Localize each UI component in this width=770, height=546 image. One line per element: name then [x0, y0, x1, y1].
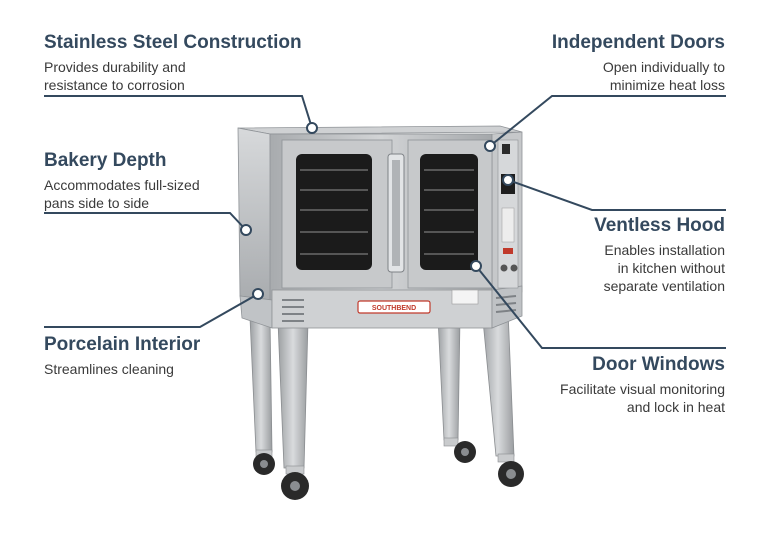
rating-label [451, 289, 479, 305]
feature-description-line: separate ventilation [603, 278, 725, 294]
callout-line-hood [507, 179, 726, 211]
feature-description-line: Accommodates full-sized [44, 177, 200, 193]
callout-dot-stainless [306, 122, 318, 134]
brand-plate-text: SOUTHBEND [372, 305, 416, 312]
feature-description-line: resistance to corrosion [44, 77, 185, 93]
feature-description-line: Provides durability and [44, 59, 186, 75]
feature-description-line: Open individually to [602, 59, 725, 75]
feature-description-line: Facilitate visual monitoring [560, 381, 725, 397]
feature-door-windows: Door Windows Facilitate visual monitorin… [560, 354, 725, 416]
callout-dot-porcelain [252, 288, 264, 300]
callout-dot-windows [470, 260, 482, 272]
brand-plate: SOUTHBEND [357, 300, 431, 314]
feature-description-line: Enables installation [604, 242, 725, 258]
feature-title: Door Windows [592, 354, 725, 375]
feature-title: Porcelain Interior [44, 334, 201, 355]
callout-dot-bakery [240, 224, 252, 236]
feature-porcelain-interior: Porcelain Interior Streamlines cleaning [44, 334, 200, 378]
feature-title: Stainless Steel Construction [44, 32, 302, 53]
feature-title: Ventless Hood [594, 215, 725, 236]
callout-lines [44, 95, 726, 349]
feature-description-line: Streamlines cleaning [44, 361, 174, 377]
callout-dots [240, 122, 514, 300]
feature-description-line: minimize heat loss [609, 77, 725, 93]
callout-line-doors [489, 95, 726, 147]
callout-line-stainless [44, 95, 313, 129]
control-panel [497, 139, 519, 289]
feature-description-line: pans side to side [44, 195, 150, 211]
oven-casters [253, 437, 524, 500]
oven-legs [249, 309, 515, 469]
feature-description-line: and lock in heat [626, 399, 725, 415]
feature-description-line: in kitchen without [617, 260, 725, 276]
feature-title: Bakery Depth [44, 150, 167, 171]
feature-stainless-steel: Stainless Steel Construction Provides du… [44, 32, 302, 94]
callout-dot-hood [502, 174, 514, 186]
left-oven-door [281, 139, 393, 289]
callout-line-bakery [44, 212, 247, 231]
feature-title: Independent Doors [551, 32, 725, 53]
feature-bakery-depth: Bakery Depth Accommodates full-sized pan… [44, 150, 200, 212]
callout-line-porcelain [44, 293, 259, 328]
callout-dot-doors [484, 140, 496, 152]
feature-ventless-hood: Ventless Hood Enables installation in ki… [594, 215, 725, 295]
callout-line-windows [475, 265, 726, 349]
feature-independent-doors: Independent Doors Open individually to m… [552, 32, 725, 94]
